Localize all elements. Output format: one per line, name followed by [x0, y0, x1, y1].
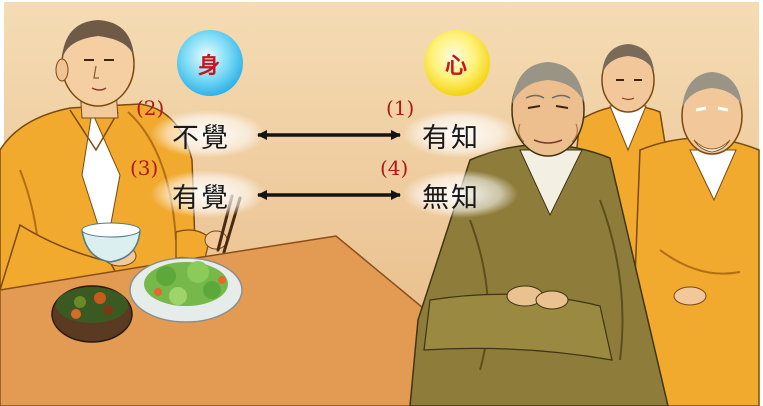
elder-monk: [629, 72, 760, 406]
mind-label: 心: [445, 53, 468, 79]
left-monk: [0, 20, 242, 293]
table: [0, 235, 444, 406]
row2-right-number: (4): [380, 156, 409, 180]
row2-left-term: 有覺: [172, 183, 230, 214]
row1-left-term: 不覺: [172, 123, 230, 154]
row2-left-number: (3): [130, 156, 159, 180]
mind-orb: [424, 30, 490, 96]
body-orb: [177, 30, 243, 96]
row1-right-number: (1): [386, 96, 415, 120]
row1-left-number: (2): [136, 96, 165, 120]
row2-right-term: 無知: [422, 183, 480, 214]
row1-right-term: 有知: [422, 123, 480, 154]
body-label: 身: [198, 53, 221, 79]
